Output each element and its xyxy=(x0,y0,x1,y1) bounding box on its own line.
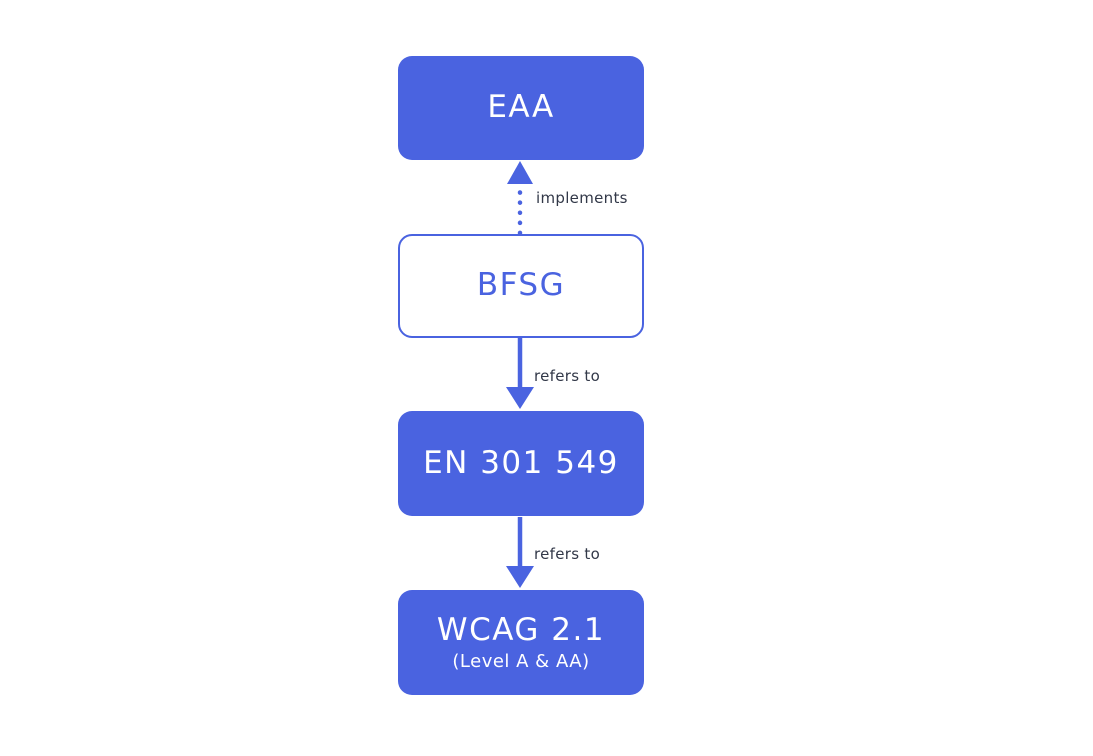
edge-refers-to-1-arrow xyxy=(506,338,534,409)
edge-label-refers-to-1: refers to xyxy=(534,367,601,385)
edge-label-refers-to-2: refers to xyxy=(534,545,601,563)
node-wcag-2-1-sublabel: (Level A & AA) xyxy=(452,650,590,672)
node-bfsg-label: BFSG xyxy=(476,267,566,304)
node-wcag-2-1-label: WCAG 2.1 xyxy=(436,612,606,649)
edge-implements-arrow xyxy=(507,161,533,236)
node-eaa-label: EAA xyxy=(487,89,555,126)
node-en-301-549-label: EN 301 549 xyxy=(423,444,619,481)
arrowhead-down-icon xyxy=(506,387,534,409)
node-wcag-2-1: WCAG 2.1 (Level A & AA) xyxy=(398,590,644,695)
arrowhead-up-icon xyxy=(507,161,533,184)
node-en-301-549: EN 301 549 xyxy=(398,411,644,516)
arrowhead-down-icon xyxy=(506,566,534,588)
node-bfsg: BFSG xyxy=(398,234,644,338)
edge-label-implements: implements xyxy=(536,189,628,207)
edge-refers-to-2-arrow xyxy=(506,517,534,588)
node-eaa: EAA xyxy=(398,56,644,160)
